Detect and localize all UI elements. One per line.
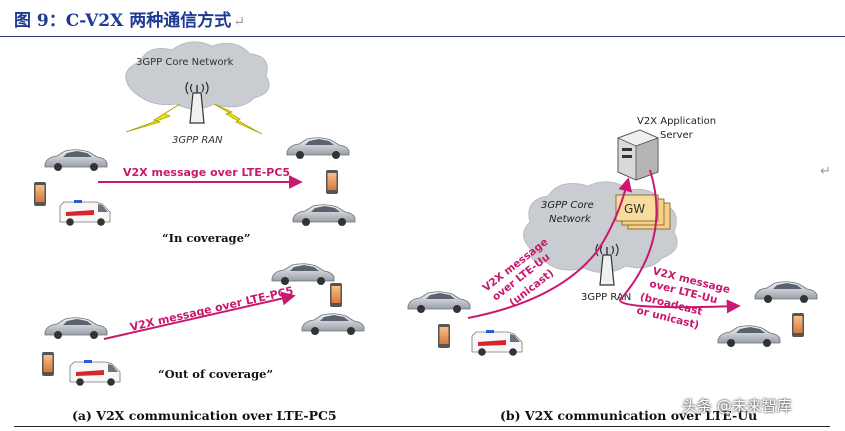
car-icon <box>286 137 350 160</box>
pc5-out-coverage-arrow <box>103 291 296 340</box>
car-icon <box>44 149 108 172</box>
ambulance-van-icon <box>471 329 523 357</box>
right-ran-label: 3GPP RAN <box>581 292 631 303</box>
pc5-in-coverage-label: V2X message over LTE-PC5 <box>123 166 290 179</box>
in-coverage-label: “In coverage” <box>162 231 251 245</box>
ambulance-van-icon <box>59 199 111 227</box>
bottom-divider <box>14 426 830 427</box>
gateway-label: GW <box>624 202 645 216</box>
right-cloud-label-line2: Network <box>549 214 592 225</box>
uu-downlink-arrow <box>618 169 741 314</box>
car-icon <box>754 281 818 304</box>
phone-icon <box>34 182 46 206</box>
return-mark-icon: ↵ <box>820 164 831 179</box>
car-icon <box>301 313 365 336</box>
out-of-coverage-label: “Out of coverage” <box>158 367 273 381</box>
gateway-box <box>615 194 671 230</box>
title-bar: 图 9：C-V2X 两种通信方式↵ <box>0 0 845 37</box>
left-cloud-label: 3GPP Core Network <box>136 57 234 68</box>
car-icon <box>292 204 356 227</box>
caption-uu: (b) V2X communication over LTE-Uu <box>500 408 758 423</box>
car-icon <box>44 317 108 340</box>
pc5-out-coverage-label: V2X message over LTE-PC5 <box>129 284 295 334</box>
ambulance-van-icon <box>69 359 121 387</box>
caption-pc5: (a) V2X communication over LTE-PC5 <box>72 408 337 423</box>
uu-uplink-arrow <box>467 177 633 319</box>
figure-title-text: 图 9：C-V2X 两种通信方式 <box>14 11 232 31</box>
phone-icon <box>326 170 338 194</box>
right-cloud-label-line1: 3GPP Core <box>541 200 594 211</box>
downlink-label-group: V2X message over LTE-Uu (broadcast or un… <box>635 265 731 331</box>
car-icon <box>407 291 471 314</box>
app-server-icon <box>616 129 660 181</box>
return-mark-icon: ↵ <box>233 14 245 30</box>
phone-icon <box>438 324 450 348</box>
left-lightning-icon <box>125 103 263 135</box>
server-label-line1: V2X Application <box>637 116 716 127</box>
watermark-text: 头条 @未来智库 <box>682 397 792 415</box>
server-label-line2: Server <box>660 130 694 141</box>
car-icon <box>717 325 781 348</box>
phone-icon <box>42 352 54 376</box>
left-ran-label: 3GPP RAN <box>172 135 223 146</box>
phone-icon <box>792 313 804 337</box>
car-icon <box>271 263 335 286</box>
phone-icon <box>330 283 342 307</box>
figure-title: 图 9：C-V2X 两种通信方式↵ <box>14 6 245 31</box>
